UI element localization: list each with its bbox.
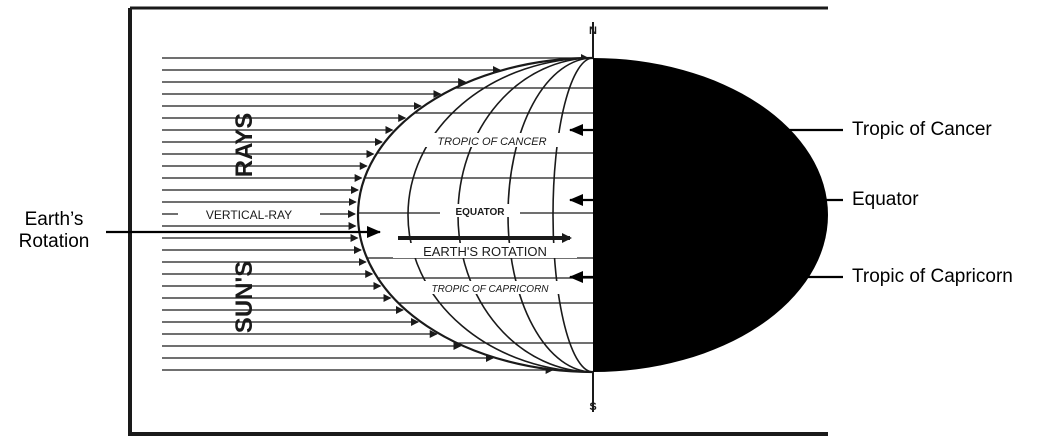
- equator-callout: Equator: [852, 189, 919, 211]
- night-side: [593, 58, 828, 372]
- rays-word-bottom: SUN'S: [231, 261, 258, 333]
- rays-word-top: RAYS: [231, 113, 258, 177]
- globe-tropic-cancer-label: TROPIC OF CANCER: [437, 136, 546, 148]
- north-marker: N: [589, 25, 597, 37]
- globe-tropic-capricorn-label: TROPIC OF CAPRICORN: [431, 284, 549, 295]
- vertical-ray-label: VERTICAL-RAY: [206, 208, 292, 222]
- earth-rotation-callout-line2: Rotation: [4, 231, 104, 253]
- tropic-of-cancer-callout: Tropic of Cancer: [852, 119, 992, 141]
- tropic-of-capricorn-callout: Tropic of Capricorn: [852, 266, 1013, 288]
- south-marker: S: [589, 401, 596, 413]
- globe-equator-label: EQUATOR: [455, 207, 505, 218]
- earth-rotation-callout-line1: Earth’s: [4, 209, 104, 231]
- earth-rotation-callout: Earth’s Rotation: [4, 209, 104, 253]
- globe-rotation-label: EARTH'S ROTATION: [423, 244, 547, 259]
